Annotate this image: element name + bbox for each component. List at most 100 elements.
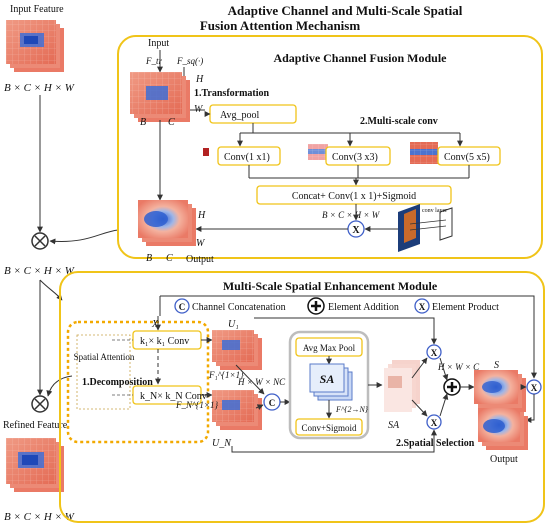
final-to-output: [525, 394, 535, 423]
u1-to-top-mult: [254, 317, 437, 345]
kN-conv-label: k_N× k_N Conv: [140, 391, 207, 402]
s-feature: [474, 370, 526, 412]
conv-layer-label: conv layer: [422, 208, 447, 214]
multiply-node-acfm: X: [347, 220, 365, 238]
f2n-label: F^{2→N}: [335, 405, 369, 414]
conv3-label: Conv(3 x3): [332, 152, 378, 163]
x-label: X: [151, 319, 159, 330]
uN-to-concat: [255, 404, 264, 410]
input-feature-label: Input Feature: [10, 4, 64, 15]
input-dims: B × C × H × W: [4, 82, 75, 94]
decomposition-region: [66, 320, 210, 444]
acfm-C: C: [168, 117, 175, 128]
svg-text:C: C: [269, 398, 276, 408]
mid-dims: B × C × H × W: [4, 265, 75, 277]
fN-label: F_N^{1×1}: [175, 400, 218, 410]
uN-to-bottom-mult: [231, 429, 437, 453]
conv5-label: Conv(5 x5): [444, 152, 490, 163]
avg-pool-label: Avg_pool: [220, 110, 259, 121]
svg-text:X: X: [352, 225, 360, 236]
acfm-dims: B × C × H × W: [322, 210, 381, 220]
u1-feature: [212, 330, 262, 370]
msem-title: Multi-Scale Spatial Enhancement Module: [223, 279, 438, 293]
acfm-title: Adaptive Channel Fusion Module: [273, 51, 447, 65]
legend-prod-icon: X: [414, 298, 430, 314]
acfm-out-W: W: [196, 238, 206, 249]
input-feature-stack: [6, 20, 64, 72]
multiply-node-2: [31, 395, 49, 413]
x-to-final-mult: [240, 295, 537, 379]
concat-label: Concat+ Conv(1 x 1)+Sigmoid: [292, 191, 416, 202]
multiply-node-bottom: X: [426, 414, 442, 430]
multiply-node-top: X: [426, 344, 442, 360]
acfm-fsq: F_sq(·): [176, 56, 203, 66]
hwnc-label: H × W × NC: [237, 377, 286, 387]
k1-conv-label: k₁× k₁ Conv: [140, 336, 189, 347]
legend-prod-label: Element Product: [432, 302, 499, 313]
acfm-output-label: Output: [186, 254, 214, 265]
conv3-kernel-icon: [308, 144, 328, 160]
conv-layer-illustration: [398, 204, 453, 252]
svg-text:X: X: [431, 348, 438, 358]
u1-to-concat: [235, 364, 265, 395]
hwc-label: H × W × C: [437, 362, 480, 372]
decomposition-label: 1.Decomposition: [82, 377, 153, 388]
acfm-B: B: [140, 117, 146, 128]
convsig-box: [295, 418, 363, 436]
acfm-H: H: [195, 74, 204, 85]
refined-feature-stack: [6, 438, 64, 492]
to-msem-arrow: [39, 279, 63, 301]
acfm-ftr: F_tr: [145, 56, 162, 66]
msem-return-arrow: [46, 375, 73, 397]
sa-output-stack: [384, 360, 420, 412]
spatial-attention-box: [76, 334, 131, 410]
avgmax-label: Avg Max Pool: [303, 343, 356, 353]
uN-feature: [212, 390, 262, 430]
multiscale-label: 2.Multi-scale conv: [360, 116, 438, 127]
acfm-input-feature: [130, 72, 190, 122]
sa-stack: [309, 363, 353, 401]
legend-add-icon: [307, 297, 325, 315]
acfm-out-H: H: [197, 210, 206, 221]
msem-output-feature: [478, 408, 528, 450]
add-node: [443, 378, 461, 396]
conv1-label: Conv(1 x1): [224, 152, 270, 163]
multiply-node-final: X: [526, 379, 542, 395]
svg-text:X: X: [531, 383, 538, 393]
svg-text:X: X: [431, 418, 438, 428]
svg-text:C: C: [179, 302, 186, 312]
acfm-output-feature: [138, 200, 196, 246]
legend-concat-label: Channel Concatenation: [192, 302, 286, 313]
conv5-kernel-icon: [410, 142, 438, 164]
concat-box: [256, 185, 452, 205]
u1-label: U₁: [228, 319, 239, 330]
acfm-out-B: B: [146, 253, 152, 264]
sa-to-top-mult: [411, 357, 428, 379]
sa-label: SA: [320, 372, 335, 386]
legend-add-label: Element Addition: [328, 302, 399, 313]
msem-output-label: Output: [490, 454, 518, 465]
msem-frame: [59, 271, 545, 523]
spatial-attention-label: Spatial Attention: [74, 352, 135, 362]
uN-label: U_N: [212, 438, 232, 449]
acfm-input-label: Input: [148, 38, 169, 49]
legend-concat-icon: C: [174, 298, 190, 314]
top-to-add: [439, 357, 449, 381]
acfm-out-C: C: [166, 253, 173, 264]
transformation-label: 1.Transformation: [194, 88, 270, 99]
concat-node: C: [263, 393, 281, 411]
svg-text:X: X: [419, 302, 426, 312]
title-line-2: Fusion Attention Mechanism: [200, 18, 361, 33]
f1-label: F₁^{1×1}: [208, 370, 244, 380]
refined-dims: B × C × H × W: [4, 511, 75, 523]
sa-output-label: SA: [388, 420, 400, 431]
title-line-1: Adaptive Channel and Multi-Scale Spatial: [228, 3, 463, 18]
acfm-return-arrow: [49, 229, 119, 245]
multiply-node-1: [31, 232, 49, 250]
sa-to-bottom-mult: [411, 399, 428, 417]
spatial-selection-label: 2.Spatial Selection: [396, 438, 475, 449]
acfm-frame: [117, 35, 543, 259]
convsig-label: Conv+Sigmoid: [301, 423, 357, 433]
s-label: S: [494, 360, 499, 371]
